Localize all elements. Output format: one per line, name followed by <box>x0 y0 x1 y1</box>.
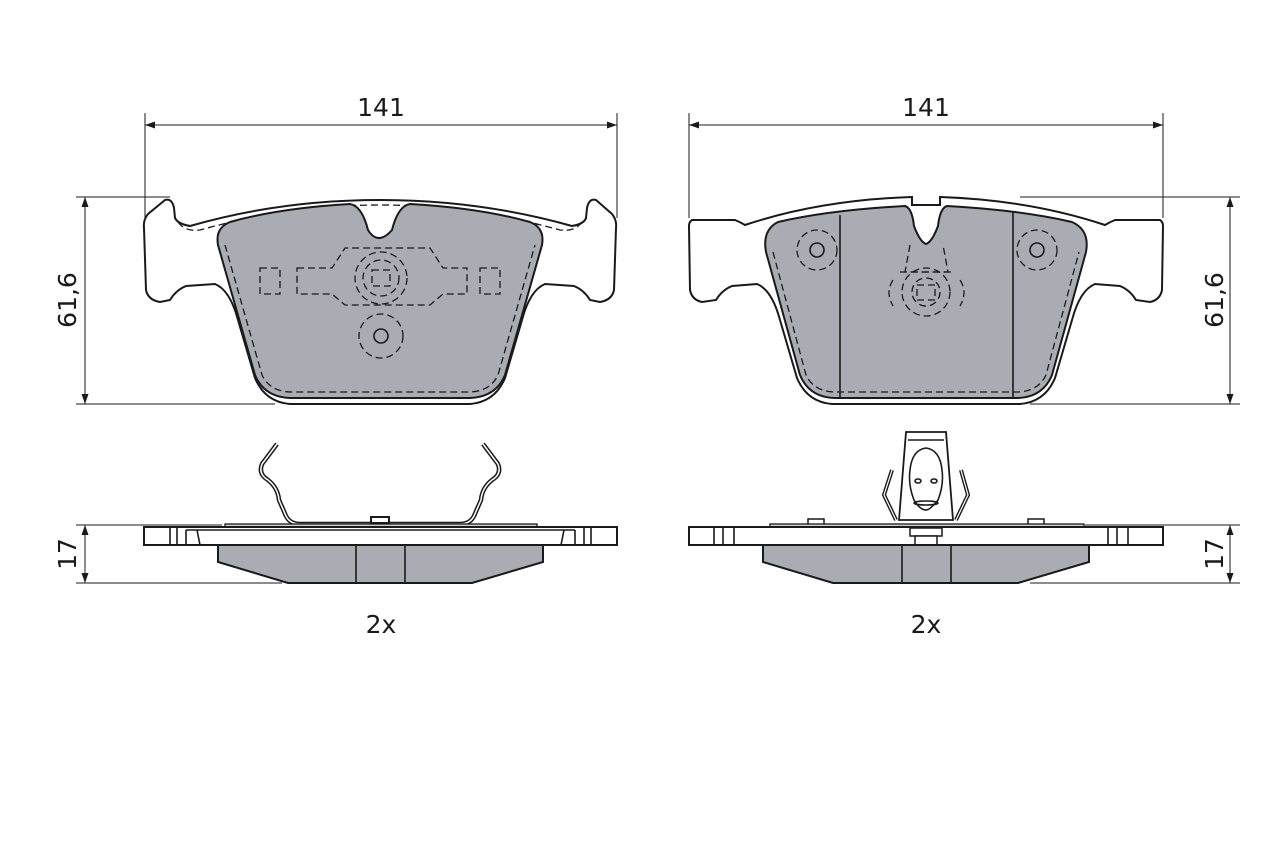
left-friction-material <box>216 202 544 399</box>
left-quantity-label: 2x <box>366 610 397 639</box>
left-width-dimension: 141 <box>144 93 618 218</box>
left-center-features <box>259 247 501 359</box>
left-height-dimension: 61,6 <box>53 196 275 405</box>
left-height-label: 61,6 <box>53 272 82 328</box>
right-side-friction <box>762 544 1090 584</box>
right-height-label: 61,6 <box>1200 272 1229 328</box>
left-wire-clip <box>258 442 502 527</box>
right-height-dimension: 61,6 <box>1020 196 1240 405</box>
left-side-view: 17 <box>53 442 618 584</box>
left-side-friction <box>217 544 544 584</box>
left-pad-drawing: 141 61,6 1 <box>53 93 618 639</box>
left-width-label: 141 <box>357 93 405 122</box>
right-center-clip <box>881 431 971 521</box>
right-quantity-label: 2x <box>911 610 942 639</box>
right-thickness-label: 17 <box>1200 538 1229 570</box>
right-side-view: 17 <box>688 431 1240 584</box>
right-width-dimension: 141 <box>688 93 1164 218</box>
right-pad-drawing: 141 61,6 17 <box>687 93 1240 639</box>
right-friction-material <box>764 204 1088 399</box>
right-width-label: 141 <box>902 93 950 122</box>
right-center-features <box>796 229 1058 317</box>
left-thickness-label: 17 <box>53 538 82 570</box>
